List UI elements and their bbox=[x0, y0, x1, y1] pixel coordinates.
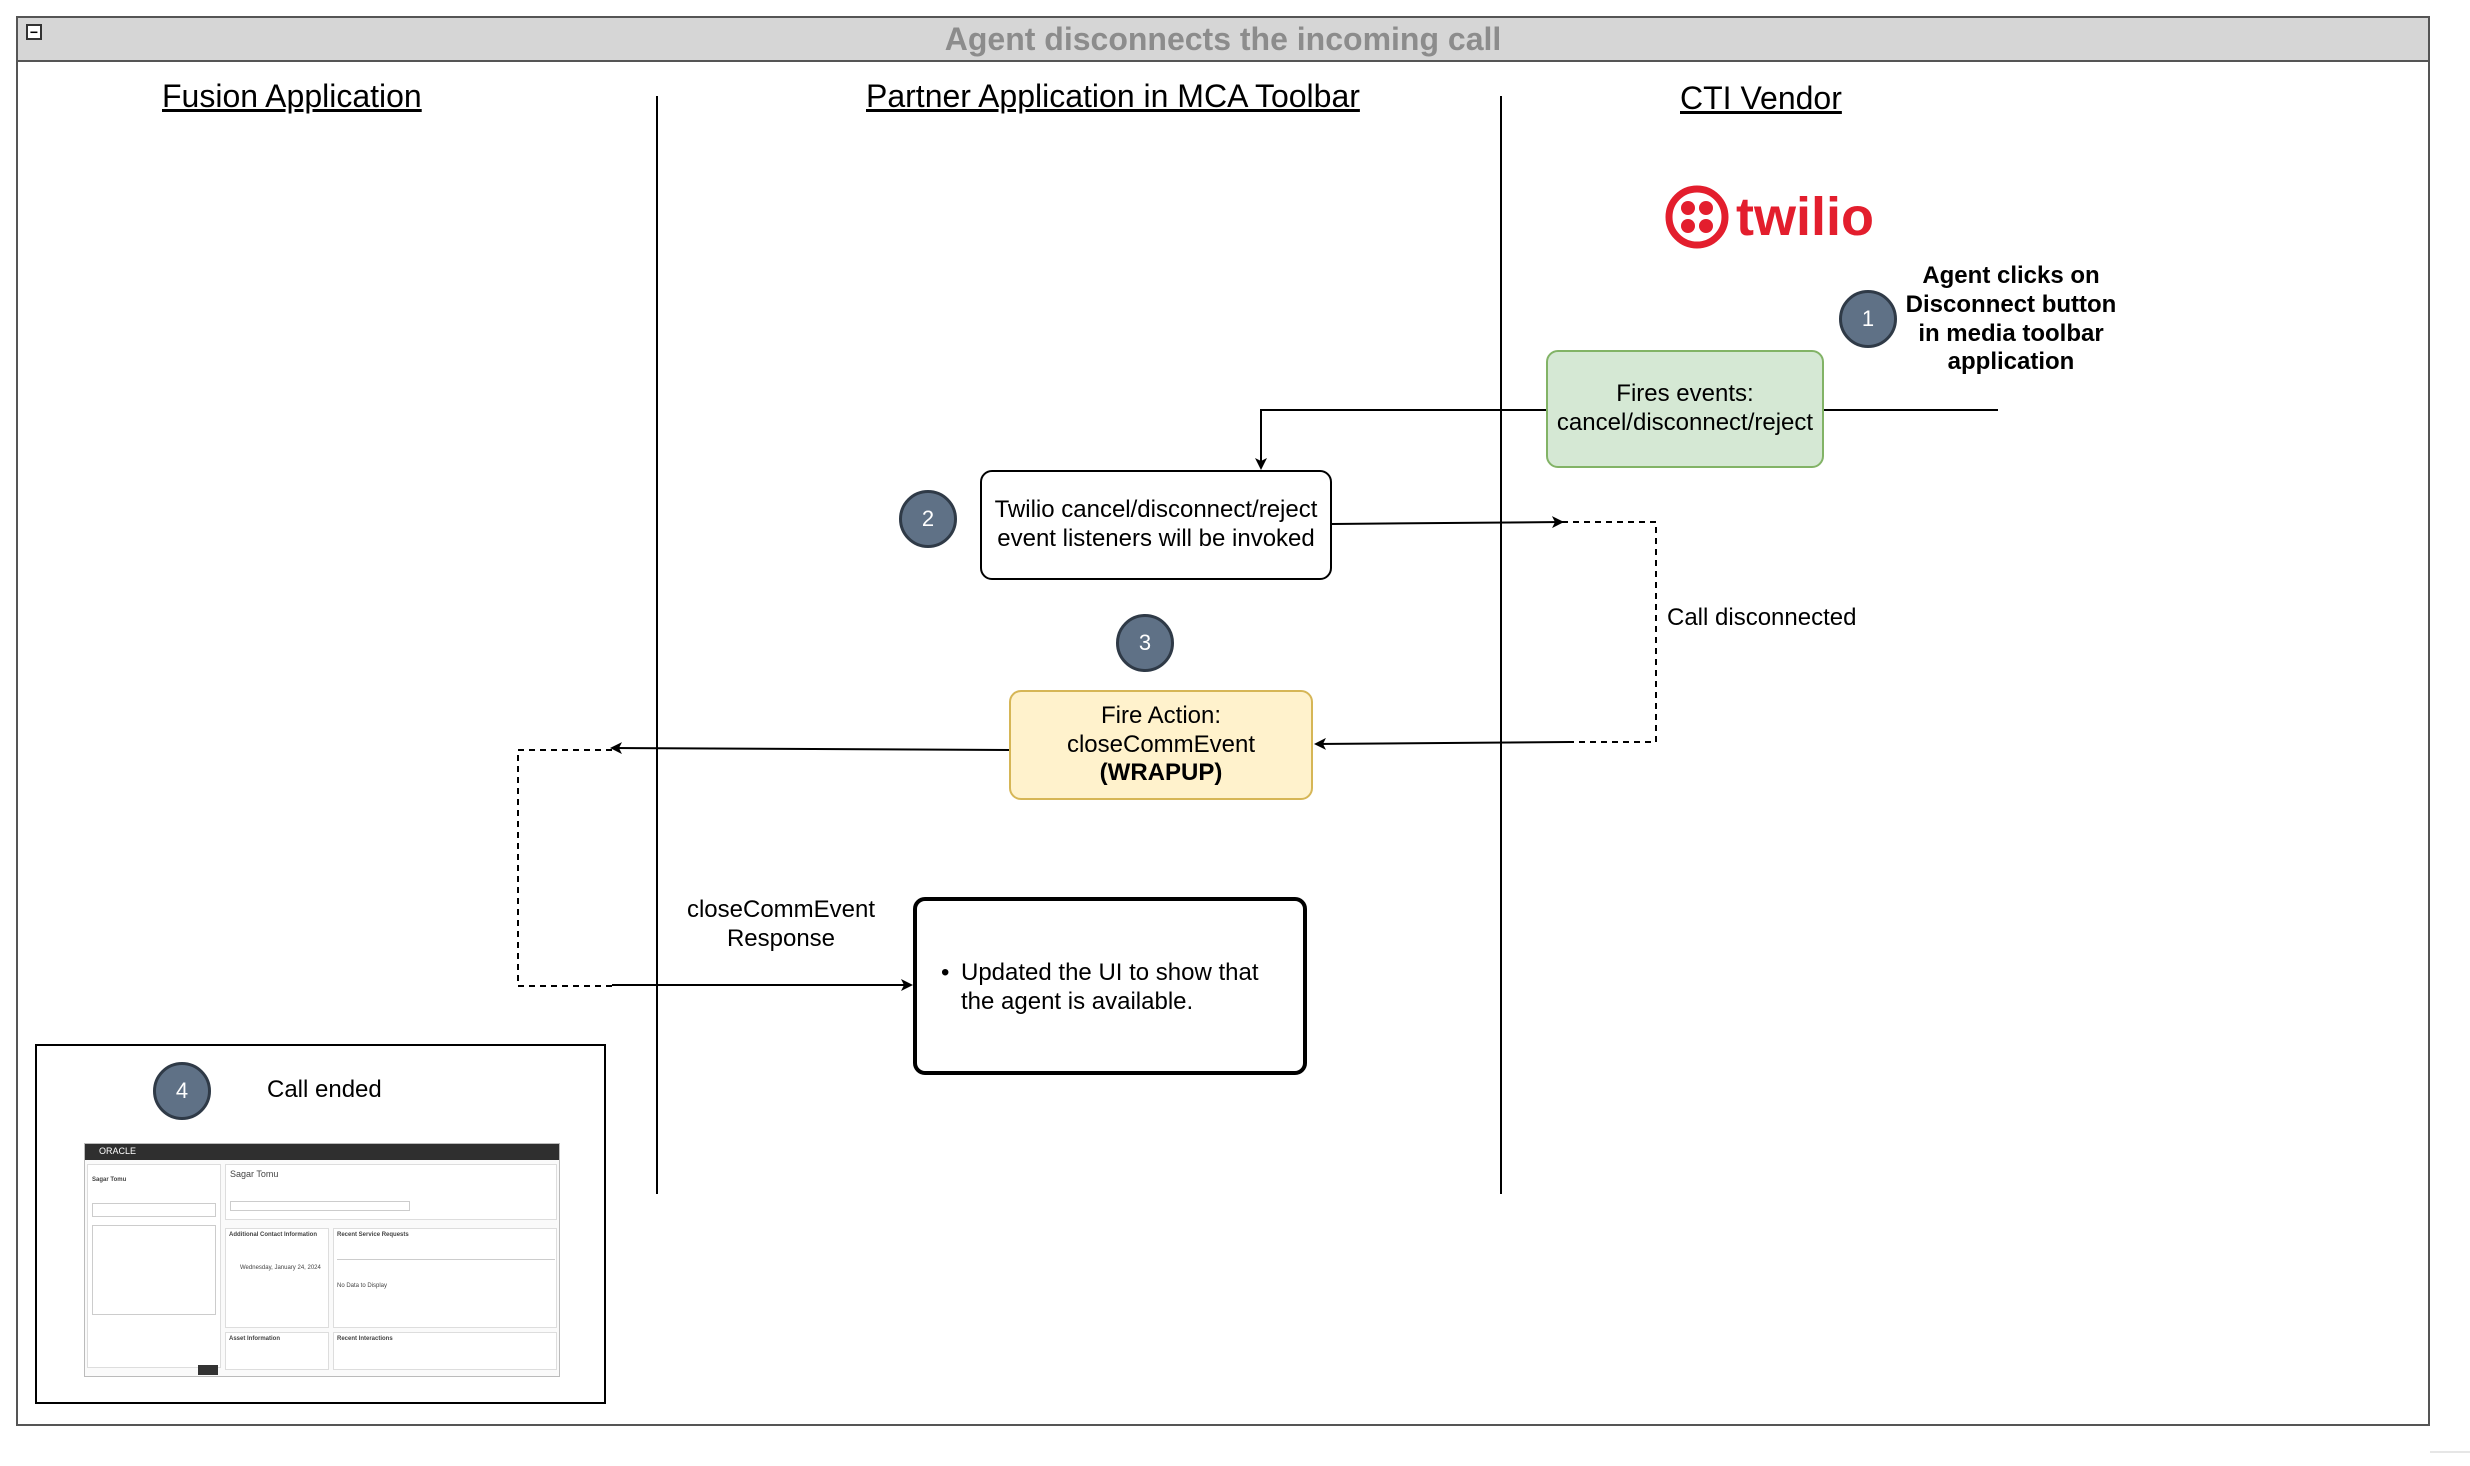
mini-notes bbox=[92, 1225, 216, 1315]
twilio-logo: twilio bbox=[1664, 184, 1888, 250]
bullet-icon: • bbox=[941, 959, 950, 986]
listeners-to-cti-arrow bbox=[1331, 516, 1564, 529]
call-ended-label: Call ended bbox=[267, 1076, 382, 1103]
listeners-line1: Twilio cancel/disconnect/reject bbox=[994, 496, 1318, 524]
step-3-badge: 3 bbox=[1116, 614, 1174, 672]
mini-save-button bbox=[198, 1365, 218, 1375]
fires-events-box: Fires events: cancel/disconnect/reject bbox=[1546, 350, 1824, 468]
mini-topbar: ORACLE bbox=[85, 1144, 559, 1160]
twilio-logo-icon bbox=[1665, 185, 1729, 249]
mini-brand: ORACLE bbox=[99, 1146, 137, 1156]
mini-interactions-pane: Recent Interactions bbox=[333, 1332, 557, 1370]
mini-section-asset: Asset Information bbox=[229, 1336, 281, 1342]
lane-header-cti: CTI Vendor bbox=[1680, 80, 1842, 116]
mini-no-data: No Data to Display bbox=[337, 1283, 388, 1289]
fusion-app-thumbnail: ORACLE Sagar Tomu Sagar Tomu Additional … bbox=[84, 1143, 560, 1377]
step-1-badge: 1 bbox=[1839, 290, 1897, 348]
mini-dropdown bbox=[92, 1203, 216, 1217]
fire-action-line1: Fire Action: bbox=[1100, 701, 1222, 729]
twilio-logo-text: twilio bbox=[1736, 187, 1874, 247]
call-disconnected-label: Call disconnected bbox=[1667, 604, 1857, 633]
step-1-text: Agent clicks on Disconnect button in med… bbox=[1905, 262, 2117, 376]
mini-sr-pane: Recent Service Requests No Data to Displ… bbox=[333, 1228, 557, 1328]
response-line1: closeCommEvent bbox=[686, 896, 876, 923]
fires-events-line1: Fires events: bbox=[1616, 380, 1754, 408]
fire-action-line3: (WRAPUP) bbox=[1099, 759, 1223, 787]
mini-section-interactions: Recent Interactions bbox=[337, 1336, 393, 1342]
call-disconnected-dashed bbox=[1562, 521, 1657, 743]
step-2-badge: 2 bbox=[899, 490, 957, 548]
update-ui-box: • Updated the UI to show that the agent … bbox=[913, 897, 1307, 1075]
mini-left-pane: Sagar Tomu bbox=[87, 1164, 221, 1375]
title-bar: Agent disconnects the incoming call bbox=[16, 16, 2430, 62]
diagram-title: Agent disconnects the incoming call bbox=[944, 20, 1502, 57]
fire-action-to-fusion-arrow bbox=[610, 742, 1010, 755]
fire-action-line2: closeCommEvent bbox=[1066, 730, 1256, 758]
mini-search bbox=[230, 1201, 410, 1211]
lane-header-partner: Partner Application in MCA Toolbar bbox=[866, 78, 1360, 114]
mini-section-sr: Recent Service Requests bbox=[337, 1232, 409, 1238]
mini-date: Wednesday, January 24, 2024 bbox=[240, 1265, 321, 1271]
mini-header-pane: Sagar Tomu bbox=[225, 1164, 557, 1220]
response-line2: Response bbox=[726, 924, 836, 952]
lane-header-fusion: Fusion Application bbox=[162, 78, 422, 114]
step-4-badge: 4 bbox=[153, 1062, 211, 1120]
fires-events-line2: cancel/disconnect/reject bbox=[1556, 409, 1814, 436]
mini-asset-pane: Asset Information bbox=[225, 1332, 329, 1370]
update-ui-bullet: • Updated the UI to show that the agent … bbox=[941, 959, 1291, 1017]
mini-contact-pane: Additional Contact Information Wednesday… bbox=[225, 1228, 329, 1328]
collapse-button[interactable]: − bbox=[26, 24, 42, 40]
listeners-line2: event listeners will be invoked bbox=[997, 525, 1315, 552]
collapse-icon: − bbox=[29, 24, 39, 40]
fires-to-listeners-arrow bbox=[1255, 409, 1546, 470]
mini-contact-name: Sagar Tomu bbox=[92, 1177, 127, 1183]
mini-section-contact: Additional Contact Information bbox=[229, 1232, 317, 1238]
fusion-response-dashed bbox=[517, 749, 612, 987]
mini-header-name: Sagar Tomu bbox=[230, 1169, 279, 1179]
listeners-box: Twilio cancel/disconnect/reject event li… bbox=[980, 470, 1332, 580]
response-label: closeCommEvent Response bbox=[676, 896, 886, 954]
disconnected-to-fire-action-arrow bbox=[1314, 737, 1571, 750]
fire-action-box: Fire Action: closeCommEvent (WRAPUP) bbox=[1009, 690, 1313, 800]
update-ui-text: Updated the UI to show that the agent is… bbox=[961, 959, 1259, 1015]
